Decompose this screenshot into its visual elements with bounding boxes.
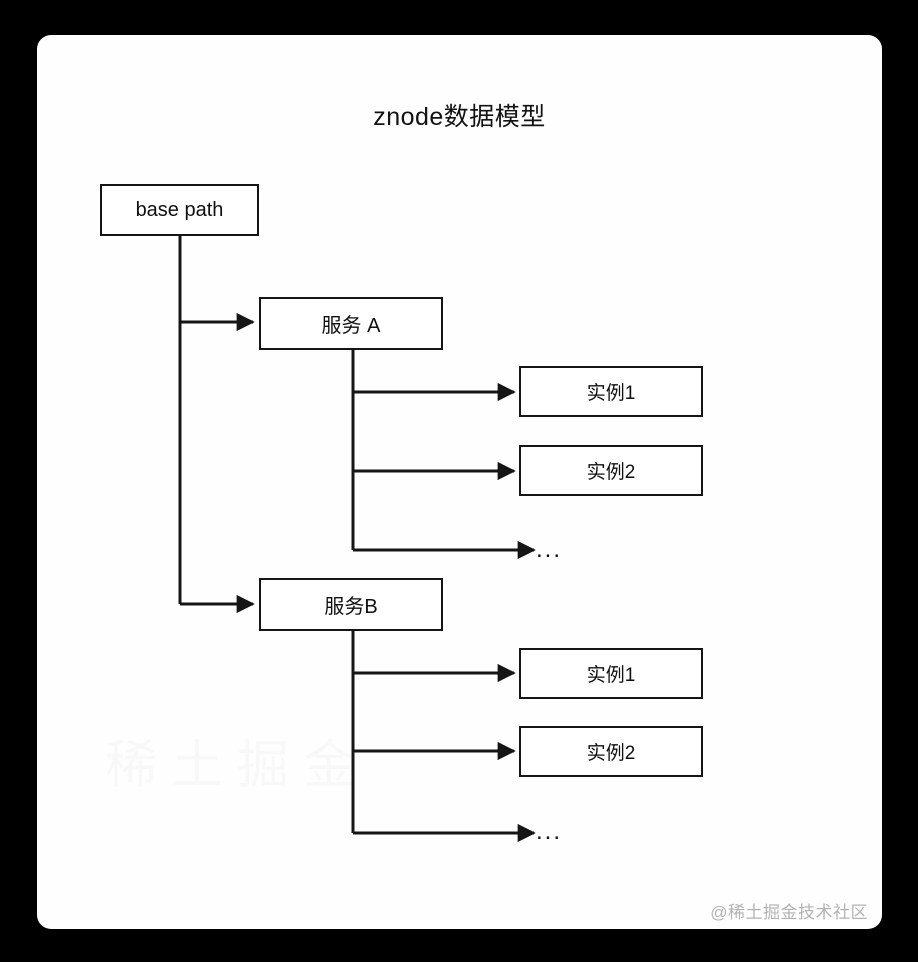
node-service-b-label: 服务B (324, 596, 378, 618)
node-service-b-instance-2-label: 实例2 (586, 743, 636, 764)
corner-watermark: @稀土掘金技术社区 (710, 903, 868, 922)
node-service-b-instance-1-label: 实例1 (586, 665, 636, 686)
connector-layer (178, 236, 536, 843)
node-service-b[interactable]: 服务B (259, 578, 443, 631)
node-service-b-instance-2[interactable]: 实例2 (519, 726, 703, 777)
node-service-a-more-ellipsis: ... (536, 536, 563, 563)
node-service-a-label: 服务 A (321, 315, 381, 337)
node-base-path[interactable]: base path (100, 184, 259, 236)
node-service-b-instance-1[interactable]: 实例1 (519, 648, 703, 699)
node-service-a-instance-2[interactable]: 实例2 (519, 445, 703, 496)
diagram-card: 稀土掘金 znode数据模型 (37, 35, 882, 929)
node-service-a-instance-1[interactable]: 实例1 (519, 366, 703, 417)
node-service-a-instance-2-label: 实例2 (586, 462, 636, 483)
diagram-title: znode数据模型 (373, 103, 546, 131)
node-service-a[interactable]: 服务 A (259, 297, 443, 350)
node-base-path-label: base path (135, 198, 224, 221)
node-service-a-instance-1-label: 实例1 (586, 383, 636, 404)
node-service-b-more-ellipsis: ... (536, 818, 563, 845)
